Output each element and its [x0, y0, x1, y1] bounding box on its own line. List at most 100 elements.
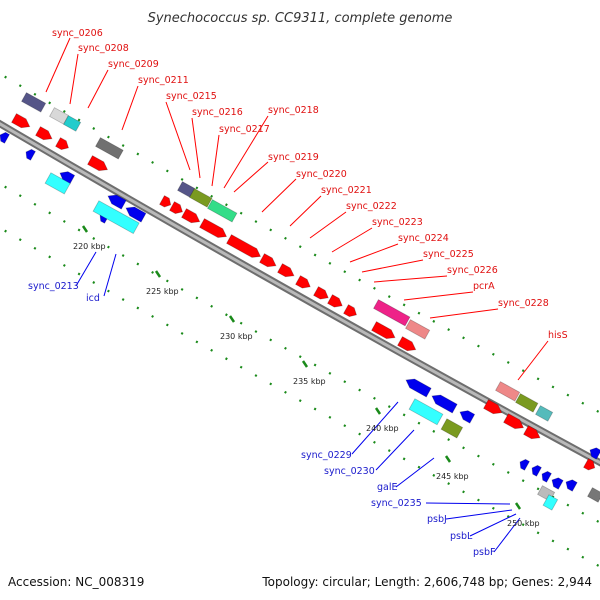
- reverse-gene: [125, 206, 147, 223]
- tick-label: 240 kbp: [366, 424, 399, 433]
- feature-block-shape: [535, 405, 554, 422]
- reverse-gene-shape: [565, 479, 578, 492]
- forward-gene-shape: [523, 425, 541, 440]
- reverse-gene-shape: [551, 477, 564, 490]
- forward-gene: [313, 286, 329, 300]
- forward-gene-shape: [226, 234, 262, 258]
- gene-label[interactable]: sync_0222: [346, 201, 397, 212]
- leader-line: [289, 195, 322, 227]
- gene-label[interactable]: hisS: [548, 330, 568, 341]
- rna-block-shape: [44, 172, 71, 195]
- forward-gene: [583, 458, 596, 471]
- leader-line: [373, 275, 448, 283]
- gene-label[interactable]: sync_0211: [138, 75, 189, 86]
- gene-label[interactable]: psbJ: [427, 514, 447, 525]
- forward-gene: [371, 321, 396, 340]
- tick-mark: [154, 270, 162, 278]
- tick-mark: [81, 225, 89, 233]
- gene-label[interactable]: sync_0209: [108, 59, 159, 70]
- leader-line: [165, 101, 191, 171]
- gene-label[interactable]: sync_0220: [296, 169, 347, 180]
- feature-block: [535, 405, 554, 422]
- gene-label[interactable]: psbL: [450, 531, 473, 542]
- feature-block: [440, 418, 464, 439]
- forward-gene-shape: [181, 208, 201, 224]
- tick-label: 235 kbp: [293, 377, 326, 386]
- reverse-gene-shape: [125, 206, 147, 223]
- leader-line: [309, 211, 347, 239]
- forward-gene-shape: [11, 113, 31, 129]
- feature-block-shape: [189, 188, 213, 208]
- tick-mark: [374, 407, 382, 415]
- gene-label[interactable]: sync_0206: [52, 28, 103, 39]
- tick-label: 220 kbp: [73, 242, 106, 251]
- gene-label[interactable]: sync_0216: [192, 107, 243, 118]
- feature-block: [495, 381, 521, 402]
- gene-label[interactable]: sync_0224: [398, 233, 449, 244]
- gene-label[interactable]: sync_0228: [498, 298, 549, 309]
- gene-label[interactable]: sync_0219: [268, 152, 319, 163]
- tick-label: 225 kbp: [146, 287, 179, 296]
- reverse-gene-shape: [459, 410, 476, 424]
- feature-block-shape: [207, 199, 238, 223]
- feature-block: [373, 299, 411, 327]
- leader-line: [69, 53, 79, 105]
- reverse-gene: [589, 447, 600, 460]
- gene-label[interactable]: icd: [86, 293, 100, 304]
- feature-block: [587, 487, 600, 503]
- reverse-gene-shape: [541, 470, 552, 483]
- gene-label[interactable]: galE: [377, 482, 398, 493]
- gene-label[interactable]: sync_0213: [28, 281, 79, 292]
- forward-gene: [483, 399, 503, 415]
- feature-block-shape: [63, 115, 82, 132]
- feature-block-shape: [95, 137, 124, 160]
- gene-label[interactable]: sync_0226: [447, 265, 498, 276]
- reverse-gene: [541, 470, 552, 483]
- forward-gene: [295, 275, 311, 289]
- reverse-gene: [405, 378, 432, 398]
- reverse-gene: [519, 458, 530, 471]
- outer-dot-ring: [0, 72, 600, 414]
- reverse-gene-labels: sync_0213 icd sync_0229 sync_0230 galE s…: [28, 281, 495, 558]
- forward-gene-shape: [169, 201, 184, 214]
- leader-line: [121, 85, 139, 131]
- reverse-gene: [0, 131, 10, 144]
- gene-label[interactable]: psbF: [473, 547, 495, 558]
- tick-label: 245 kbp: [436, 472, 469, 481]
- gene-label[interactable]: sync_0230: [324, 466, 375, 477]
- rna-block: [542, 494, 559, 511]
- gene-label[interactable]: sync_0217: [219, 124, 270, 135]
- gene-label[interactable]: sync_0229: [301, 450, 352, 461]
- feature-block: [189, 188, 213, 208]
- leader-line: [469, 513, 517, 537]
- feature-block: [515, 393, 539, 413]
- forward-gene: [11, 113, 31, 129]
- forward-gene: [277, 263, 295, 278]
- forward-gene: [397, 336, 417, 352]
- reverse-gene-shape: [107, 194, 127, 210]
- gene-label[interactable]: sync_0218: [268, 105, 319, 116]
- forward-gene-shape: [277, 263, 295, 278]
- reverse-gene-shape: [405, 378, 432, 398]
- feature-block: [49, 107, 69, 125]
- feature-block-shape: [49, 107, 69, 125]
- gene-label[interactable]: sync_0235: [371, 498, 422, 509]
- feature-block-shape: [21, 92, 47, 113]
- gene-label[interactable]: sync_0225: [423, 249, 474, 260]
- map-title: Synechococcus sp. CC9311, complete genom…: [148, 11, 453, 26]
- gene-label[interactable]: sync_0221: [321, 185, 372, 196]
- leader-line: [261, 178, 297, 213]
- leader-line: [395, 457, 435, 488]
- reverse-gene: [107, 194, 127, 210]
- feature-block-shape: [587, 487, 600, 503]
- reverse-gene-shape: [431, 394, 458, 414]
- leader-line: [493, 517, 521, 553]
- gene-label[interactable]: sync_0208: [78, 43, 129, 54]
- feature-block-shape: [440, 418, 464, 439]
- reverse-gene: [459, 410, 476, 424]
- leader-line: [425, 502, 511, 505]
- gene-label[interactable]: sync_0215: [166, 91, 217, 102]
- gene-label[interactable]: sync_0223: [372, 217, 423, 228]
- forward-gene-shape: [327, 294, 343, 308]
- gene-label[interactable]: pcrA: [473, 281, 495, 292]
